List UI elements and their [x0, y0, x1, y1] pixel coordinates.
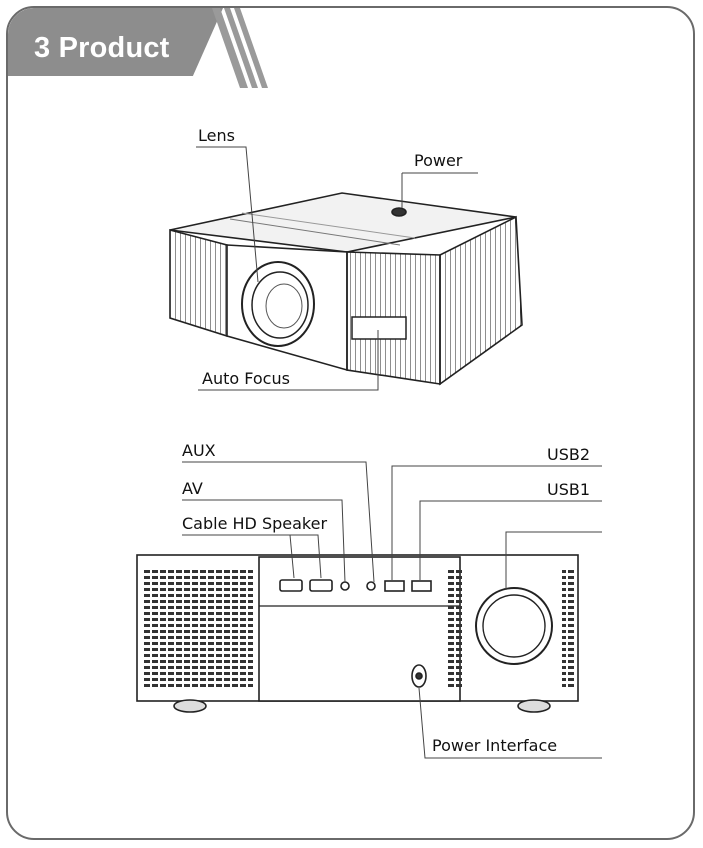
label-av: AV — [182, 479, 203, 498]
label-power-interface: Power Interface — [432, 736, 558, 755]
section-title: 3 Product — [34, 32, 170, 64]
label-auto-focus: Auto Focus — [202, 369, 290, 388]
label-power: Power — [414, 151, 463, 170]
section-tab — [8, 8, 223, 76]
label-cable-hd-speaker: Cable HD Speaker — [182, 514, 328, 533]
label-lens: Lens — [198, 126, 235, 145]
label-aux: AUX — [182, 441, 216, 460]
label-usb2: USB2 — [547, 445, 591, 464]
leader-lines-top — [196, 146, 478, 391]
projector-rear-view — [136, 554, 579, 713]
projector-top-view — [169, 192, 523, 386]
leader-lines-bottom — [182, 461, 602, 759]
tab-stripes — [212, 8, 268, 88]
label-usb1: USB1 — [547, 480, 591, 499]
